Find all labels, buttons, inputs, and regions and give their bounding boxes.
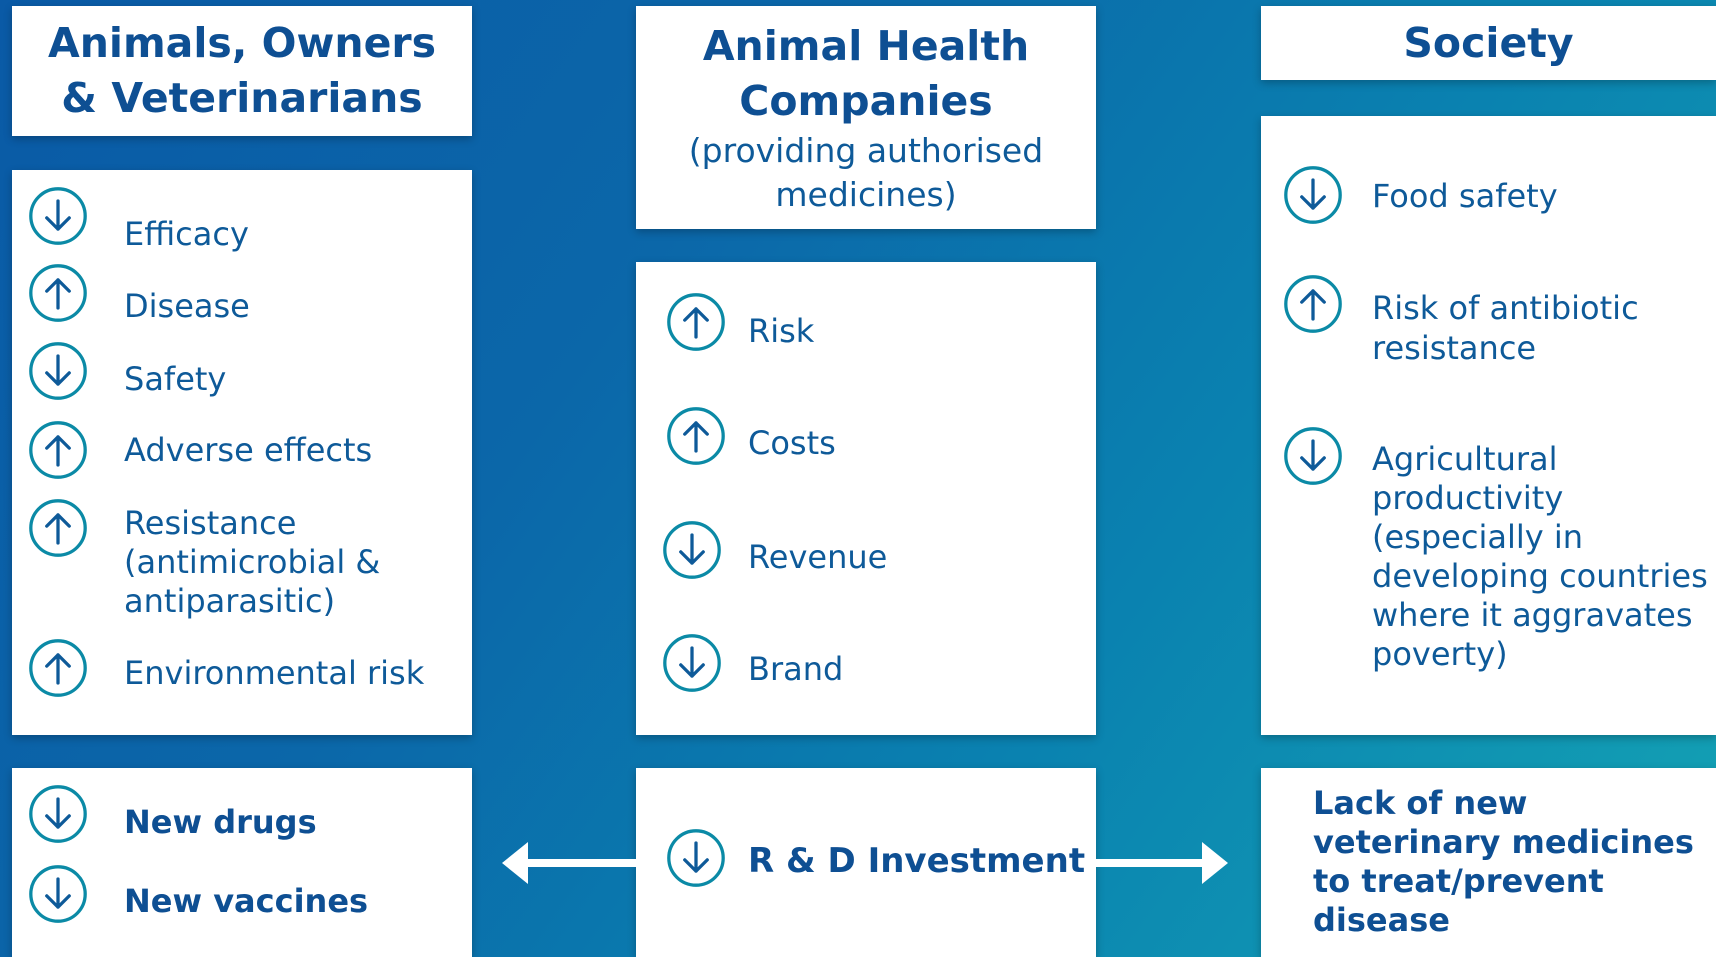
effect-label-line2: productivity — [1372, 479, 1564, 517]
arrow-down-circle-icon — [662, 520, 722, 580]
society-outcome-line4: disease — [1313, 901, 1450, 939]
society-effects-panel: Food safety Risk of antibiotic resistanc… — [1261, 116, 1716, 735]
owners-title-line1: Animals, Owners — [47, 19, 437, 67]
effect-label: Costs — [748, 424, 836, 462]
owners-title-line2: & Veterinarians — [61, 74, 423, 122]
rd-investment-label: R & D Investment — [748, 841, 1086, 881]
effect-label: Food safety — [1372, 177, 1558, 215]
society-outcome-line1: Lack of new — [1313, 784, 1528, 822]
companies-outcome-panel: R & D Investment — [636, 768, 1096, 957]
effect-label: Revenue — [748, 538, 888, 576]
arrow-up-circle-icon — [666, 406, 726, 466]
society-outcome-panel: Lack of new veterinary medicines to trea… — [1261, 768, 1716, 957]
arrow-down-circle-icon — [28, 864, 88, 924]
arrow-up-circle-icon — [28, 263, 88, 323]
companies-subtitle-line1: (providing authorised — [688, 130, 1044, 170]
arrow-down-circle-icon — [28, 341, 88, 401]
effect-label: Adverse effects — [124, 431, 373, 469]
arrow-up-circle-icon — [1283, 274, 1343, 334]
arrow-down-circle-icon — [28, 186, 88, 246]
companies-title-line2: Companies — [739, 76, 993, 125]
arrow-up-circle-icon — [28, 638, 88, 698]
society-outcome-line2: veterinary medicines — [1313, 823, 1694, 861]
effect-label-line2: (antimicrobial & — [124, 543, 381, 581]
effect-label: Disease — [124, 287, 250, 325]
companies-header: Animal Health Companies (providing autho… — [636, 6, 1096, 229]
owners-outcomes-panel: New drugs New vaccines — [12, 768, 472, 957]
arrow-down-circle-icon — [662, 633, 722, 693]
companies-subtitle-line2: medicines) — [775, 174, 957, 214]
arrow-down-circle-icon — [666, 828, 726, 888]
society-header: Society — [1261, 6, 1716, 80]
left-arrow-icon — [502, 842, 638, 884]
effect-label: Resistance — [124, 504, 297, 542]
effect-label-line3: antiparasitic) — [124, 582, 336, 620]
effect-label: Environmental risk — [124, 654, 425, 692]
owners-header: Animals, Owners & Veterinarians — [12, 6, 472, 136]
companies-title-line1: Animal Health — [702, 21, 1030, 70]
effect-label: Brand — [748, 650, 844, 688]
effect-label: Agricultural — [1372, 440, 1558, 478]
arrow-up-circle-icon — [28, 498, 88, 558]
effect-label-line6: poverty) — [1372, 635, 1508, 673]
effect-label: Efficacy — [124, 215, 249, 253]
arrow-down-circle-icon — [1283, 165, 1343, 225]
society-title: Society — [1403, 18, 1574, 67]
outcome-label: New vaccines — [124, 882, 369, 920]
arrow-up-circle-icon — [666, 292, 726, 352]
effect-label-line3: (especially in — [1372, 518, 1583, 556]
effect-label-line5: where it aggravates — [1372, 596, 1693, 634]
arrow-down-circle-icon — [1283, 426, 1343, 486]
outcome-label: New drugs — [124, 803, 317, 841]
effect-label-line2: resistance — [1372, 329, 1537, 367]
companies-effects-panel: Risk Costs Revenue Brand — [636, 262, 1096, 735]
arrow-down-circle-icon — [28, 784, 88, 844]
effect-label-line4: developing countries — [1372, 557, 1708, 595]
arrow-up-circle-icon — [28, 420, 88, 480]
effect-label: Risk of antibiotic — [1372, 289, 1639, 327]
society-outcome-line3: to treat/prevent — [1313, 862, 1604, 900]
effect-label: Risk — [748, 312, 815, 350]
owners-effects-panel: Efficacy Disease Safety Adverse effects … — [12, 170, 472, 735]
effect-label: Safety — [124, 360, 227, 398]
right-arrow-icon — [1096, 842, 1228, 884]
